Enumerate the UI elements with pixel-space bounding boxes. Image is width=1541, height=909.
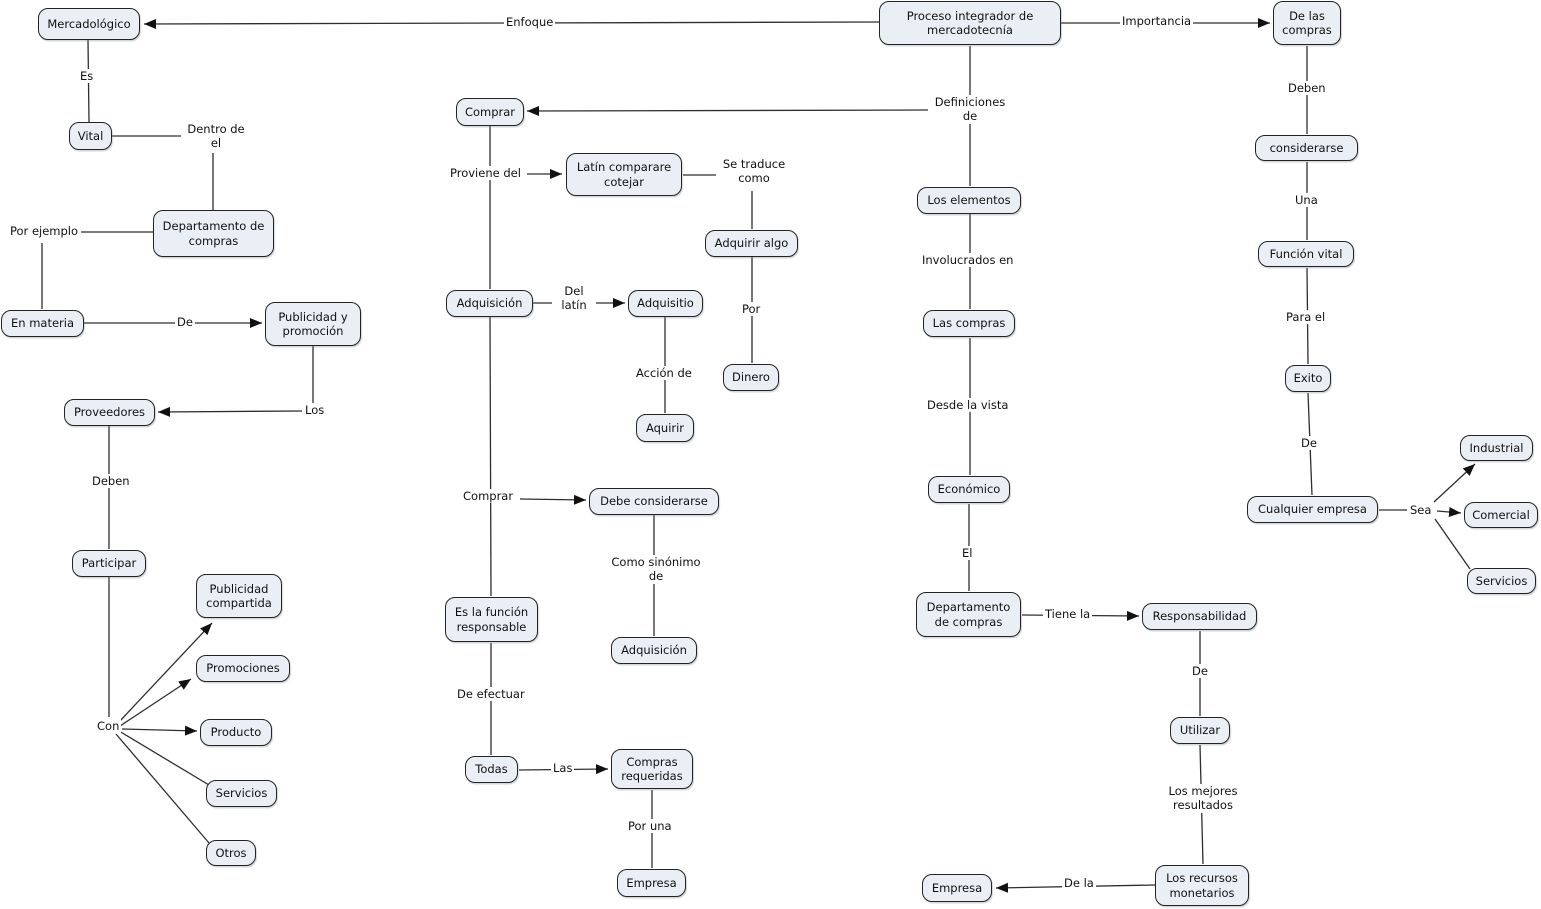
edge-label-definiciones-de: Definiciones de [928, 95, 1012, 124]
edge-label-proviene-del: Proviene del [448, 166, 523, 181]
node-servicios-right[interactable]: Servicios [1467, 568, 1536, 594]
edge-label-las: Las [551, 761, 575, 776]
node-de-las-compras[interactable]: De las compras [1273, 1, 1341, 45]
edge-label-accion-de: Acción de [634, 366, 694, 381]
node-vital[interactable]: Vital [69, 122, 112, 150]
edge-label-de-left: De [175, 315, 195, 330]
node-participar[interactable]: Participar [72, 550, 146, 577]
edge-label-tiene-la: Tiene la [1043, 607, 1093, 622]
edge-label-importancia: Importancia [1120, 14, 1194, 29]
edge-label-sea: Sea [1408, 503, 1434, 518]
node-departamento-de-compras-right[interactable]: Departamento de compras [916, 592, 1021, 637]
edge-label-comprar: Comprar [461, 489, 516, 504]
node-comercial[interactable]: Comercial [1464, 502, 1538, 528]
node-empresa-center[interactable]: Empresa [617, 869, 686, 897]
edge-label-desde-la-vista: Desde la vista [925, 398, 1011, 413]
node-departamento-de-compras-left[interactable]: Departamento de compras [153, 210, 274, 257]
edge-label-de-exito: De [1299, 436, 1319, 451]
edge-label-el: El [960, 546, 975, 561]
node-proveedores[interactable]: Proveedores [64, 399, 155, 426]
node-debe-considerarse[interactable]: Debe considerarse [589, 488, 719, 515]
edge-label-deben-left: Deben [90, 474, 132, 489]
node-servicios-left[interactable]: Servicios [206, 780, 277, 807]
edge-label-de-responsabilidad: De [1190, 664, 1210, 679]
edge-label-deben-right: Deben [1286, 81, 1328, 96]
node-latin-comparare-cotejar[interactable]: Latín comparare cotejar [566, 153, 682, 196]
node-adquisicion-left[interactable]: Adquisición [446, 290, 533, 317]
edge-label-por-una: Por una [626, 819, 674, 834]
edge-label-para-el: Para el [1284, 310, 1328, 325]
node-empresa-right[interactable]: Empresa [922, 874, 992, 902]
node-utilizar[interactable]: Utilizar [1170, 717, 1230, 744]
node-economico[interactable]: Económico [928, 476, 1010, 503]
node-industrial[interactable]: Industrial [1460, 435, 1533, 461]
node-mercadologico[interactable]: Mercadológico [38, 8, 140, 40]
edge-label-como-sinonimo-de: Como sinónimo de [605, 555, 707, 584]
node-exito[interactable]: Exito [1285, 365, 1331, 392]
edge-label-de-efectuar: De efectuar [455, 687, 527, 702]
node-comprar[interactable]: Comprar [456, 98, 524, 126]
edge-label-los-mejores-resultados: Los mejores resultados [1161, 784, 1245, 813]
edge-label-por: Por [740, 302, 763, 317]
node-adquirir-algo[interactable]: Adquirir algo [705, 230, 798, 257]
node-publicidad-y-promocion[interactable]: Publicidad y promoción [265, 302, 361, 346]
node-aquirir[interactable]: Aquirir [636, 414, 694, 442]
node-considerarse[interactable]: considerarse [1255, 135, 1358, 161]
node-adquisicion-sinonimo[interactable]: Adquisición [611, 637, 697, 664]
node-promociones[interactable]: Promociones [196, 655, 290, 682]
node-los-elementos[interactable]: Los elementos [917, 187, 1021, 214]
edge-label-con: Con [95, 719, 122, 734]
edge-label-de-la: De la [1062, 876, 1096, 891]
edge-label-se-traduce-como: Se traduce como [717, 157, 791, 186]
node-producto[interactable]: Producto [200, 719, 272, 746]
node-las-compras[interactable]: Las compras [923, 310, 1015, 337]
node-dinero[interactable]: Dinero [723, 364, 779, 391]
node-compras-requeridas[interactable]: Compras requeridas [611, 749, 693, 789]
node-responsabilidad[interactable]: Responsabilidad [1142, 603, 1257, 630]
edge-label-involucrados-en: Involucrados en [920, 253, 1016, 268]
node-es-la-funcion-responsable[interactable]: Es la función responsable [445, 597, 538, 642]
node-adquisitio[interactable]: Adquisitio [628, 290, 703, 317]
node-proceso-integrador-de-mercadotecnia[interactable]: Proceso integrador de mercadotecnía [879, 1, 1061, 45]
edge-label-es: Es [78, 69, 96, 84]
node-los-recursos-monetarios[interactable]: Los recursos monetarios [1155, 865, 1249, 906]
edge-label-dentro-de-el: Dentro de el [182, 122, 250, 151]
node-publicidad-compartida[interactable]: Publicidad compartida [196, 574, 282, 618]
node-funcion-vital[interactable]: Función vital [1258, 241, 1354, 267]
node-otros[interactable]: Otros [206, 840, 256, 866]
edge-label-una: Una [1293, 193, 1320, 208]
edge-label-enfoque: Enfoque [504, 15, 556, 30]
node-en-materia[interactable]: En materia [1, 310, 84, 337]
edge-label-por-ejemplo: Por ejemplo [8, 224, 81, 239]
edge-label-los: Los [303, 403, 327, 418]
edge-label-del-latin: Del latín [552, 284, 596, 313]
node-cualquier-empresa[interactable]: Cualquier empresa [1247, 496, 1378, 523]
node-todas[interactable]: Todas [465, 756, 518, 783]
